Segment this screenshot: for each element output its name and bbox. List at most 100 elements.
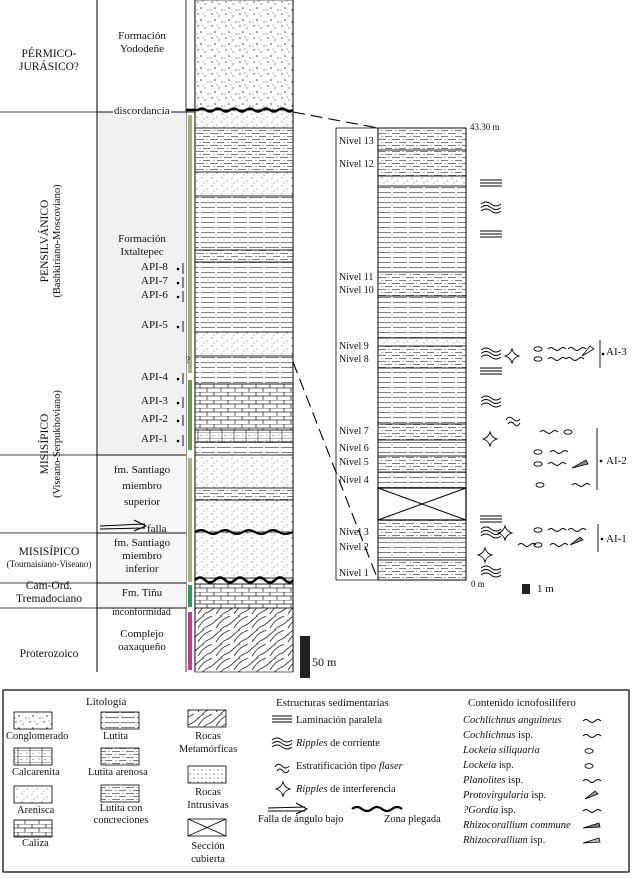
legend-ichno-9: Rhizocorallium isp. xyxy=(463,835,546,846)
ichno-worm-3 xyxy=(547,357,567,361)
rip-2-1 xyxy=(480,351,502,356)
legend-litologia-title: Litología xyxy=(86,696,127,708)
legend-ichno-7: ?Gordia isp. xyxy=(463,805,516,816)
nivel-8: Nivel 8 xyxy=(339,354,369,365)
sample-dot-6 xyxy=(176,401,180,405)
detail-unit-2 xyxy=(377,149,467,177)
group-ai-2: AI-2 xyxy=(606,455,627,467)
ai1-dot xyxy=(600,537,604,541)
lithology-unit-18 xyxy=(194,583,294,609)
star-2 xyxy=(481,430,499,448)
swatch-conglomerado xyxy=(13,711,53,730)
correlation-upper xyxy=(292,111,379,129)
ichno-oval-3 xyxy=(563,429,573,435)
falla-arrow-head xyxy=(133,519,148,532)
legend-ichno-5: Planolites isp. xyxy=(463,775,524,786)
rip-1-2 xyxy=(480,208,502,214)
sample-dot-7 xyxy=(176,419,180,423)
ichno-rhizo-1 xyxy=(581,345,595,357)
ichno-worm-5 xyxy=(539,430,559,434)
ichno-oval-2 xyxy=(533,356,543,362)
discordancia-line xyxy=(186,107,294,113)
star-1 xyxy=(503,347,521,365)
sample-api-8: API-8 xyxy=(141,261,168,273)
shade-santiago-inf xyxy=(98,533,186,583)
lithology-unit-4 xyxy=(194,171,294,197)
legend-falla-1 xyxy=(267,806,306,809)
swatch-intrusivas xyxy=(187,765,227,784)
legend-ichno-glyph-3 xyxy=(584,748,594,754)
ichno-worm-9 xyxy=(547,528,567,532)
nivel-10: Nivel 10 xyxy=(339,285,374,296)
lithology-unit-10 xyxy=(194,383,294,431)
legend-ichno-glyph-7 xyxy=(582,809,602,813)
ichno-oval-5 xyxy=(533,461,543,467)
inconformidad-line xyxy=(194,576,295,584)
formation-tinu: Fm. Tiñu xyxy=(121,587,163,599)
lithology-unit-8 xyxy=(194,331,294,357)
group-ai-3: AI-3 xyxy=(606,346,627,358)
legend-falla-head xyxy=(295,802,309,815)
rip-2-0 xyxy=(480,347,502,353)
lithology-unit-3 xyxy=(194,127,294,173)
column-scale-label: 50 m xyxy=(312,655,337,669)
detail-unit-6 xyxy=(377,295,467,339)
legend-flaser xyxy=(274,763,290,774)
nivel-6: Nivel 6 xyxy=(339,443,369,454)
detail-cover-diag-2 xyxy=(377,487,467,521)
sample-api-5: API-5 xyxy=(141,319,168,331)
shade-tinu xyxy=(98,583,186,607)
legend-lutita: Lutita xyxy=(103,731,129,742)
detail-unit-4 xyxy=(377,185,467,273)
legend-rip-2 xyxy=(271,744,293,750)
ichno-oval-6 xyxy=(535,482,545,488)
ichno-rhizo-2 xyxy=(571,459,589,469)
detail-top-label: 43.30 m xyxy=(470,122,500,132)
bar-tinu xyxy=(188,585,192,607)
legend-falla-angulo-bajo: Falla de ángulo bajo xyxy=(258,814,344,825)
legend-calcarenita: Calcarenita xyxy=(12,767,60,778)
legend-ichno-8: Rhizocorallium commune xyxy=(463,820,571,831)
legend-lutita-arenosa: Lutita arenosa xyxy=(88,767,148,778)
flaser-1 xyxy=(505,416,521,427)
falla-arrow-line-1 xyxy=(99,523,146,527)
ichno-worm-10 xyxy=(567,528,587,532)
rip-2-2 xyxy=(480,354,502,360)
sample-dot-2 xyxy=(176,281,180,285)
column-scale-bar xyxy=(300,636,310,678)
swatch-caliza xyxy=(13,819,53,838)
swatch-lutita-arenosa xyxy=(100,747,140,766)
star-3 xyxy=(496,524,514,542)
ichno-worm-6 xyxy=(549,450,569,454)
sample-api-6: API-6 xyxy=(141,289,168,301)
nivel-13: Nivel 13 xyxy=(339,136,374,147)
legend-ichno-2: Cochlichnus isp. xyxy=(463,730,534,741)
question-mark: ? xyxy=(186,355,190,365)
lithology-unit-15 xyxy=(194,499,294,533)
legend-laminacion-paralela: Laminación paralela xyxy=(296,715,382,726)
legend-ichno-1: Cochlichnus anguineus xyxy=(463,715,562,726)
lithology-unit-13 xyxy=(194,454,294,489)
swatch-arenisca xyxy=(13,785,53,804)
detail-unit-17 xyxy=(377,559,467,581)
detail-unit-10 xyxy=(377,423,467,441)
nivel-4: Nivel 4 xyxy=(339,475,369,486)
swatch-cover-d2 xyxy=(187,818,227,837)
period-misisipico-viseano: MISISÍPICO(Viseano-Serpukhoviano) xyxy=(39,390,64,498)
ichno-worm-7 xyxy=(547,462,567,466)
detail-unit-13 xyxy=(377,471,467,489)
nivel-3: Nivel 3 xyxy=(339,527,369,538)
legend-rip-1 xyxy=(271,741,293,746)
rip-5-1 xyxy=(480,569,502,574)
sample-api-1: API-1 xyxy=(141,433,168,445)
falla-arrow-line-2 xyxy=(99,527,146,530)
legend-ichno-6: Protovirgularia isp. xyxy=(463,790,547,801)
legend-arenisca: Arenisca xyxy=(17,805,55,816)
swatch-lutita-concreciones xyxy=(100,784,140,803)
ichno-worm-12 xyxy=(549,543,569,547)
ai3-dot xyxy=(601,352,605,356)
